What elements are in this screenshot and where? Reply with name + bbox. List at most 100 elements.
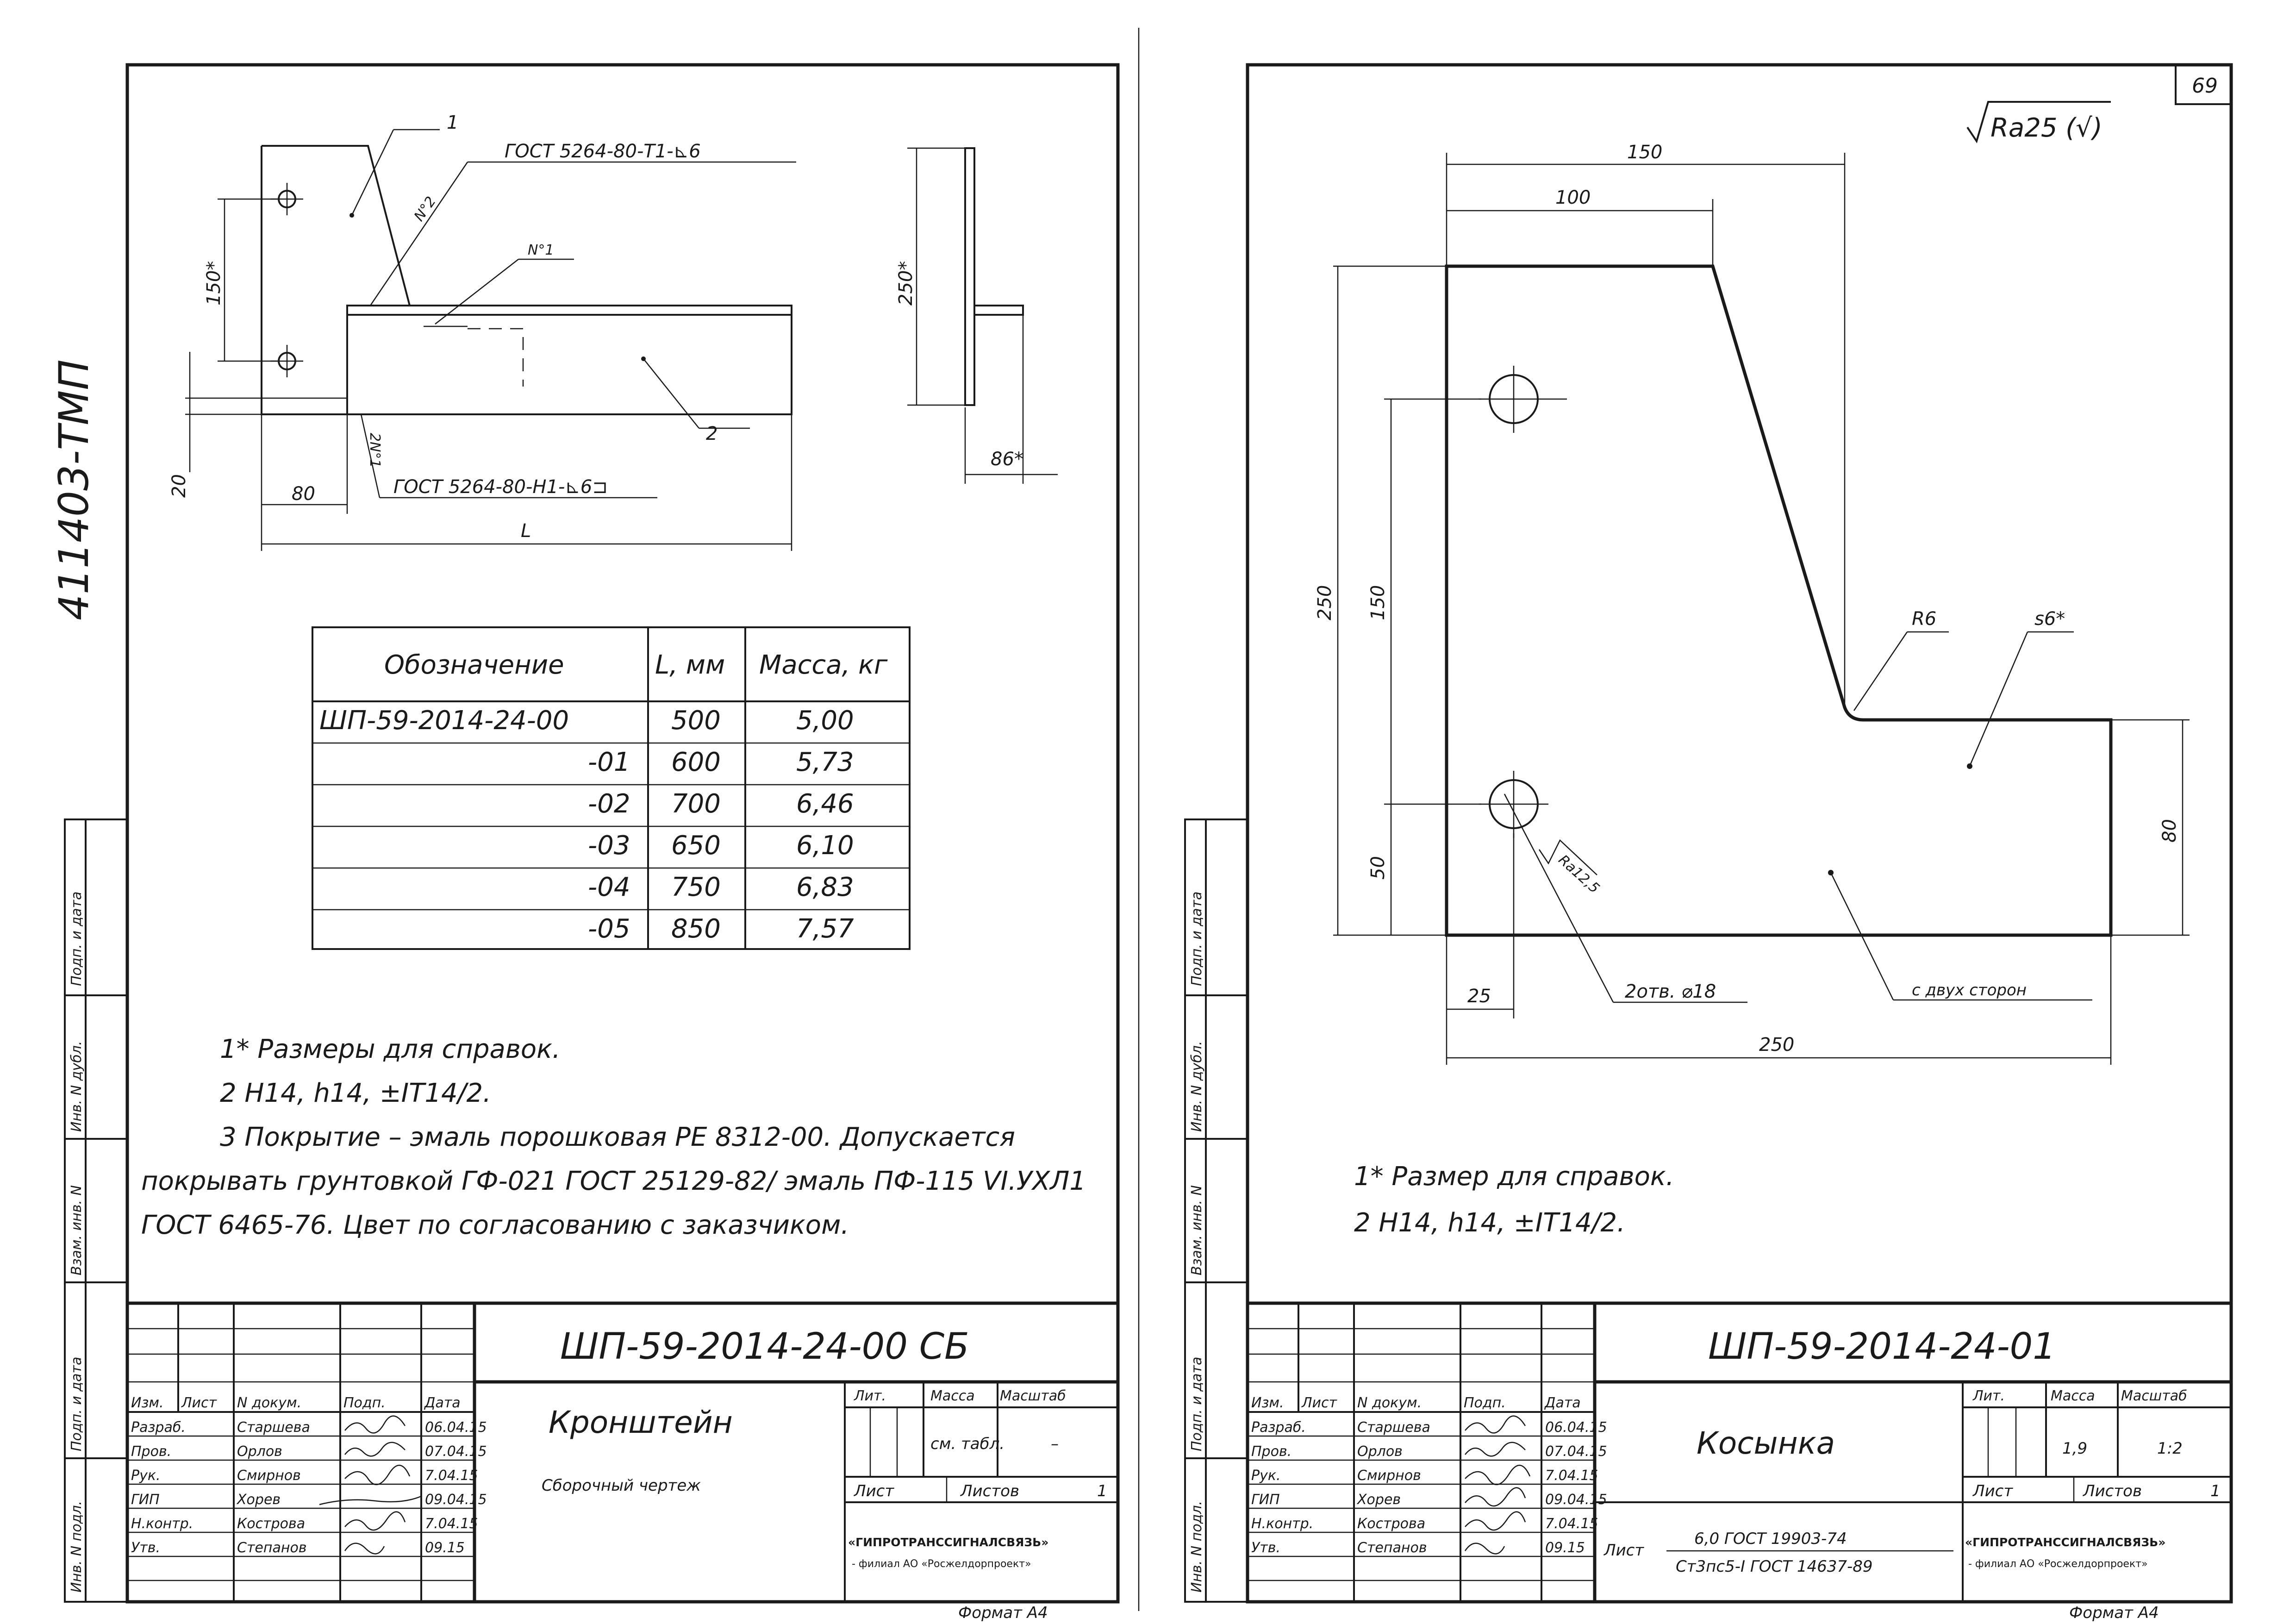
sheet-number: 69	[2192, 74, 2218, 98]
roughness-mark: Ra25 (√)	[1966, 101, 2111, 144]
table-cell: -03	[588, 831, 630, 861]
left-side-strip: Подп. и дата Инв. N дубл. Взам. инв. N П…	[64, 818, 128, 1603]
assembly-side-view: 250* 86*	[895, 147, 1058, 484]
note-1: 1* Размеры для справок.	[220, 1034, 561, 1064]
dim-250-vertical: 250	[1314, 585, 1335, 620]
weld-top-callout: ГОСТ 5264-80-Т1-⊾6	[505, 141, 701, 162]
table-cell: 5,00	[796, 706, 854, 736]
format-label: Формат А4	[2069, 1604, 2159, 1622]
dim-150: 150*	[203, 261, 225, 306]
stamp-col-header: Изм.	[131, 1395, 164, 1411]
stamp-person: Кострова	[237, 1516, 305, 1532]
stamp-date: 09.04.15	[425, 1492, 487, 1508]
dim-50: 50	[1367, 856, 1389, 880]
stamp-person: Орлов	[1357, 1443, 1403, 1460]
table-cell: 600	[671, 747, 721, 777]
stamp-massa-header: Масса	[2051, 1388, 2095, 1404]
side-label: Инв. N дубл.	[1189, 1041, 1205, 1132]
stamp-sheet-count: 1	[2210, 1482, 2221, 1500]
dim-150: 150	[1627, 142, 1662, 163]
weld-bottom-callout: ГОСТ 5264-80-Н1-⊾6⊐	[393, 476, 608, 498]
stamp-scale-header: Масштаб	[1000, 1388, 1066, 1404]
weld-note: с двух сторон	[1912, 981, 2027, 999]
archive-number: 411403-ТМП	[50, 359, 98, 620]
table-cell: 7,57	[796, 914, 854, 944]
stamp-person: Старшева	[237, 1419, 310, 1436]
stamp-role: Рук.	[131, 1468, 161, 1484]
stamp-date: 7.04.15	[1545, 1516, 1598, 1532]
side-label: Инв. N дубл.	[69, 1041, 85, 1132]
table-cell: 6,83	[796, 872, 854, 902]
stamp-date: 07.04.15	[1545, 1443, 1607, 1460]
stamp-name: Кронштейн	[549, 1405, 733, 1440]
stamp-col-header: Дата	[424, 1395, 461, 1411]
radius-label: R6	[1912, 608, 1936, 630]
side-label: Подп. и дата	[69, 1357, 85, 1451]
side-label: Подп. и дата	[1189, 892, 1205, 986]
signature	[319, 1415, 422, 1555]
org-name: «ГИПРОТРАНССИГНАЛСВЯЗЬ»	[848, 1536, 1048, 1549]
stamp-person: Орлов	[237, 1443, 282, 1460]
stamp-date: 09.04.15	[1545, 1492, 1607, 1508]
stamp-role: Рук.	[1251, 1468, 1281, 1484]
roughness-label: Ra25 (√)	[1990, 113, 2103, 143]
gusset-outline	[1445, 264, 2113, 937]
stamp-role: Пров.	[131, 1443, 171, 1460]
table-cell: 6,46	[796, 789, 854, 819]
stamp-date: 06.04.15	[1545, 1419, 1607, 1436]
stamp-col-header: N докум.	[1357, 1395, 1422, 1411]
side-label: Инв. N подл.	[1189, 1501, 1205, 1593]
table-cell: ШП-59-2014-24-00	[319, 706, 569, 736]
table-cell: -02	[588, 789, 630, 819]
stamp-role: ГИП	[131, 1492, 160, 1508]
stamp-lit-header: Лит.	[854, 1388, 886, 1404]
assembly-view: 1 ГОСТ 5264-80-Т1-⊾6 N°2 N°1 2 2N°1 ГОСТ…	[168, 112, 796, 551]
dim-250-horizontal: 250	[1759, 1034, 1794, 1056]
note-3c: ГОСТ 6465-76. Цвет по согласованию с зак…	[141, 1210, 849, 1240]
dim-80: 80	[292, 483, 315, 505]
signature	[1464, 1415, 1531, 1555]
stamp-col-header: Лист	[181, 1395, 218, 1411]
note-3a: 3 Покрытие – эмаль порошковая РЕ 8312-00…	[220, 1122, 1015, 1152]
left-notes: 1* Размеры для справок. 2 Н14, h14, ±IT1…	[141, 1034, 1086, 1240]
note-2: 2 Н14, h14, ±IT14/2.	[1354, 1208, 1625, 1238]
stamp-person: Кострова	[1357, 1516, 1425, 1532]
mass-table: Обозначение L, мм Масса, кг ШП-59-2014-2…	[312, 626, 911, 950]
note-2: 2 Н14, h14, ±IT14/2.	[220, 1078, 491, 1108]
stamp-date: 7.04.15	[425, 1468, 478, 1484]
stamp-col-header: N докум.	[237, 1395, 301, 1411]
stamp-role: Разраб.	[1251, 1419, 1306, 1436]
table-cell: 850	[671, 914, 721, 944]
stamp-sheets-label: Листов	[960, 1482, 1019, 1500]
table-cell: -04	[588, 872, 630, 902]
note-1: 1* Размер для справок.	[1354, 1162, 1674, 1192]
stamp-col-header: Подп.	[343, 1395, 386, 1411]
table-cell: 500	[671, 706, 721, 736]
stamp-col-header: Дата	[1544, 1395, 1581, 1411]
dim-250-star: 250*	[895, 261, 917, 306]
table-header: Масса, кг	[759, 650, 888, 680]
stamp-designation: ШП-59-2014-24-01	[1708, 1326, 2056, 1368]
stamp-list-label: Лист	[1603, 1541, 1644, 1560]
dim-80: 80	[2159, 819, 2180, 843]
dim-150-vertical: 150	[1367, 585, 1389, 620]
stamp-person: Смирнов	[1357, 1468, 1421, 1484]
side-label: Инв. N подл.	[69, 1501, 85, 1593]
stamp-massa-header: Масса	[930, 1388, 975, 1404]
stamp-role: Пров.	[1251, 1443, 1292, 1460]
stamp-sheet-label: Лист	[1972, 1482, 2013, 1500]
stamp-date: 06.04.15	[425, 1419, 487, 1436]
stamp-person: Смирнов	[237, 1468, 301, 1484]
stamp-scale: –	[1051, 1435, 1059, 1453]
right-frame	[1246, 63, 2233, 1604]
callout-2: 2	[706, 423, 718, 444]
table-cell: 700	[671, 789, 721, 819]
stamp-scale: 1:2	[2157, 1439, 2183, 1458]
format-label: Формат А4	[958, 1604, 1048, 1622]
table-header: L, мм	[655, 650, 725, 680]
stamp-designation: ШП-59-2014-24-00 СБ	[560, 1326, 969, 1368]
material-1: 6,0 ГОСТ 19903-74	[1694, 1530, 1847, 1548]
left-sheet: 411403-ТМП Подп. и дата Инв. N дубл. Вза…	[50, 28, 1140, 1622]
holes-callout: 2отв. ⌀18	[1625, 981, 1716, 1002]
stamp-person: Хорев	[1356, 1492, 1401, 1508]
